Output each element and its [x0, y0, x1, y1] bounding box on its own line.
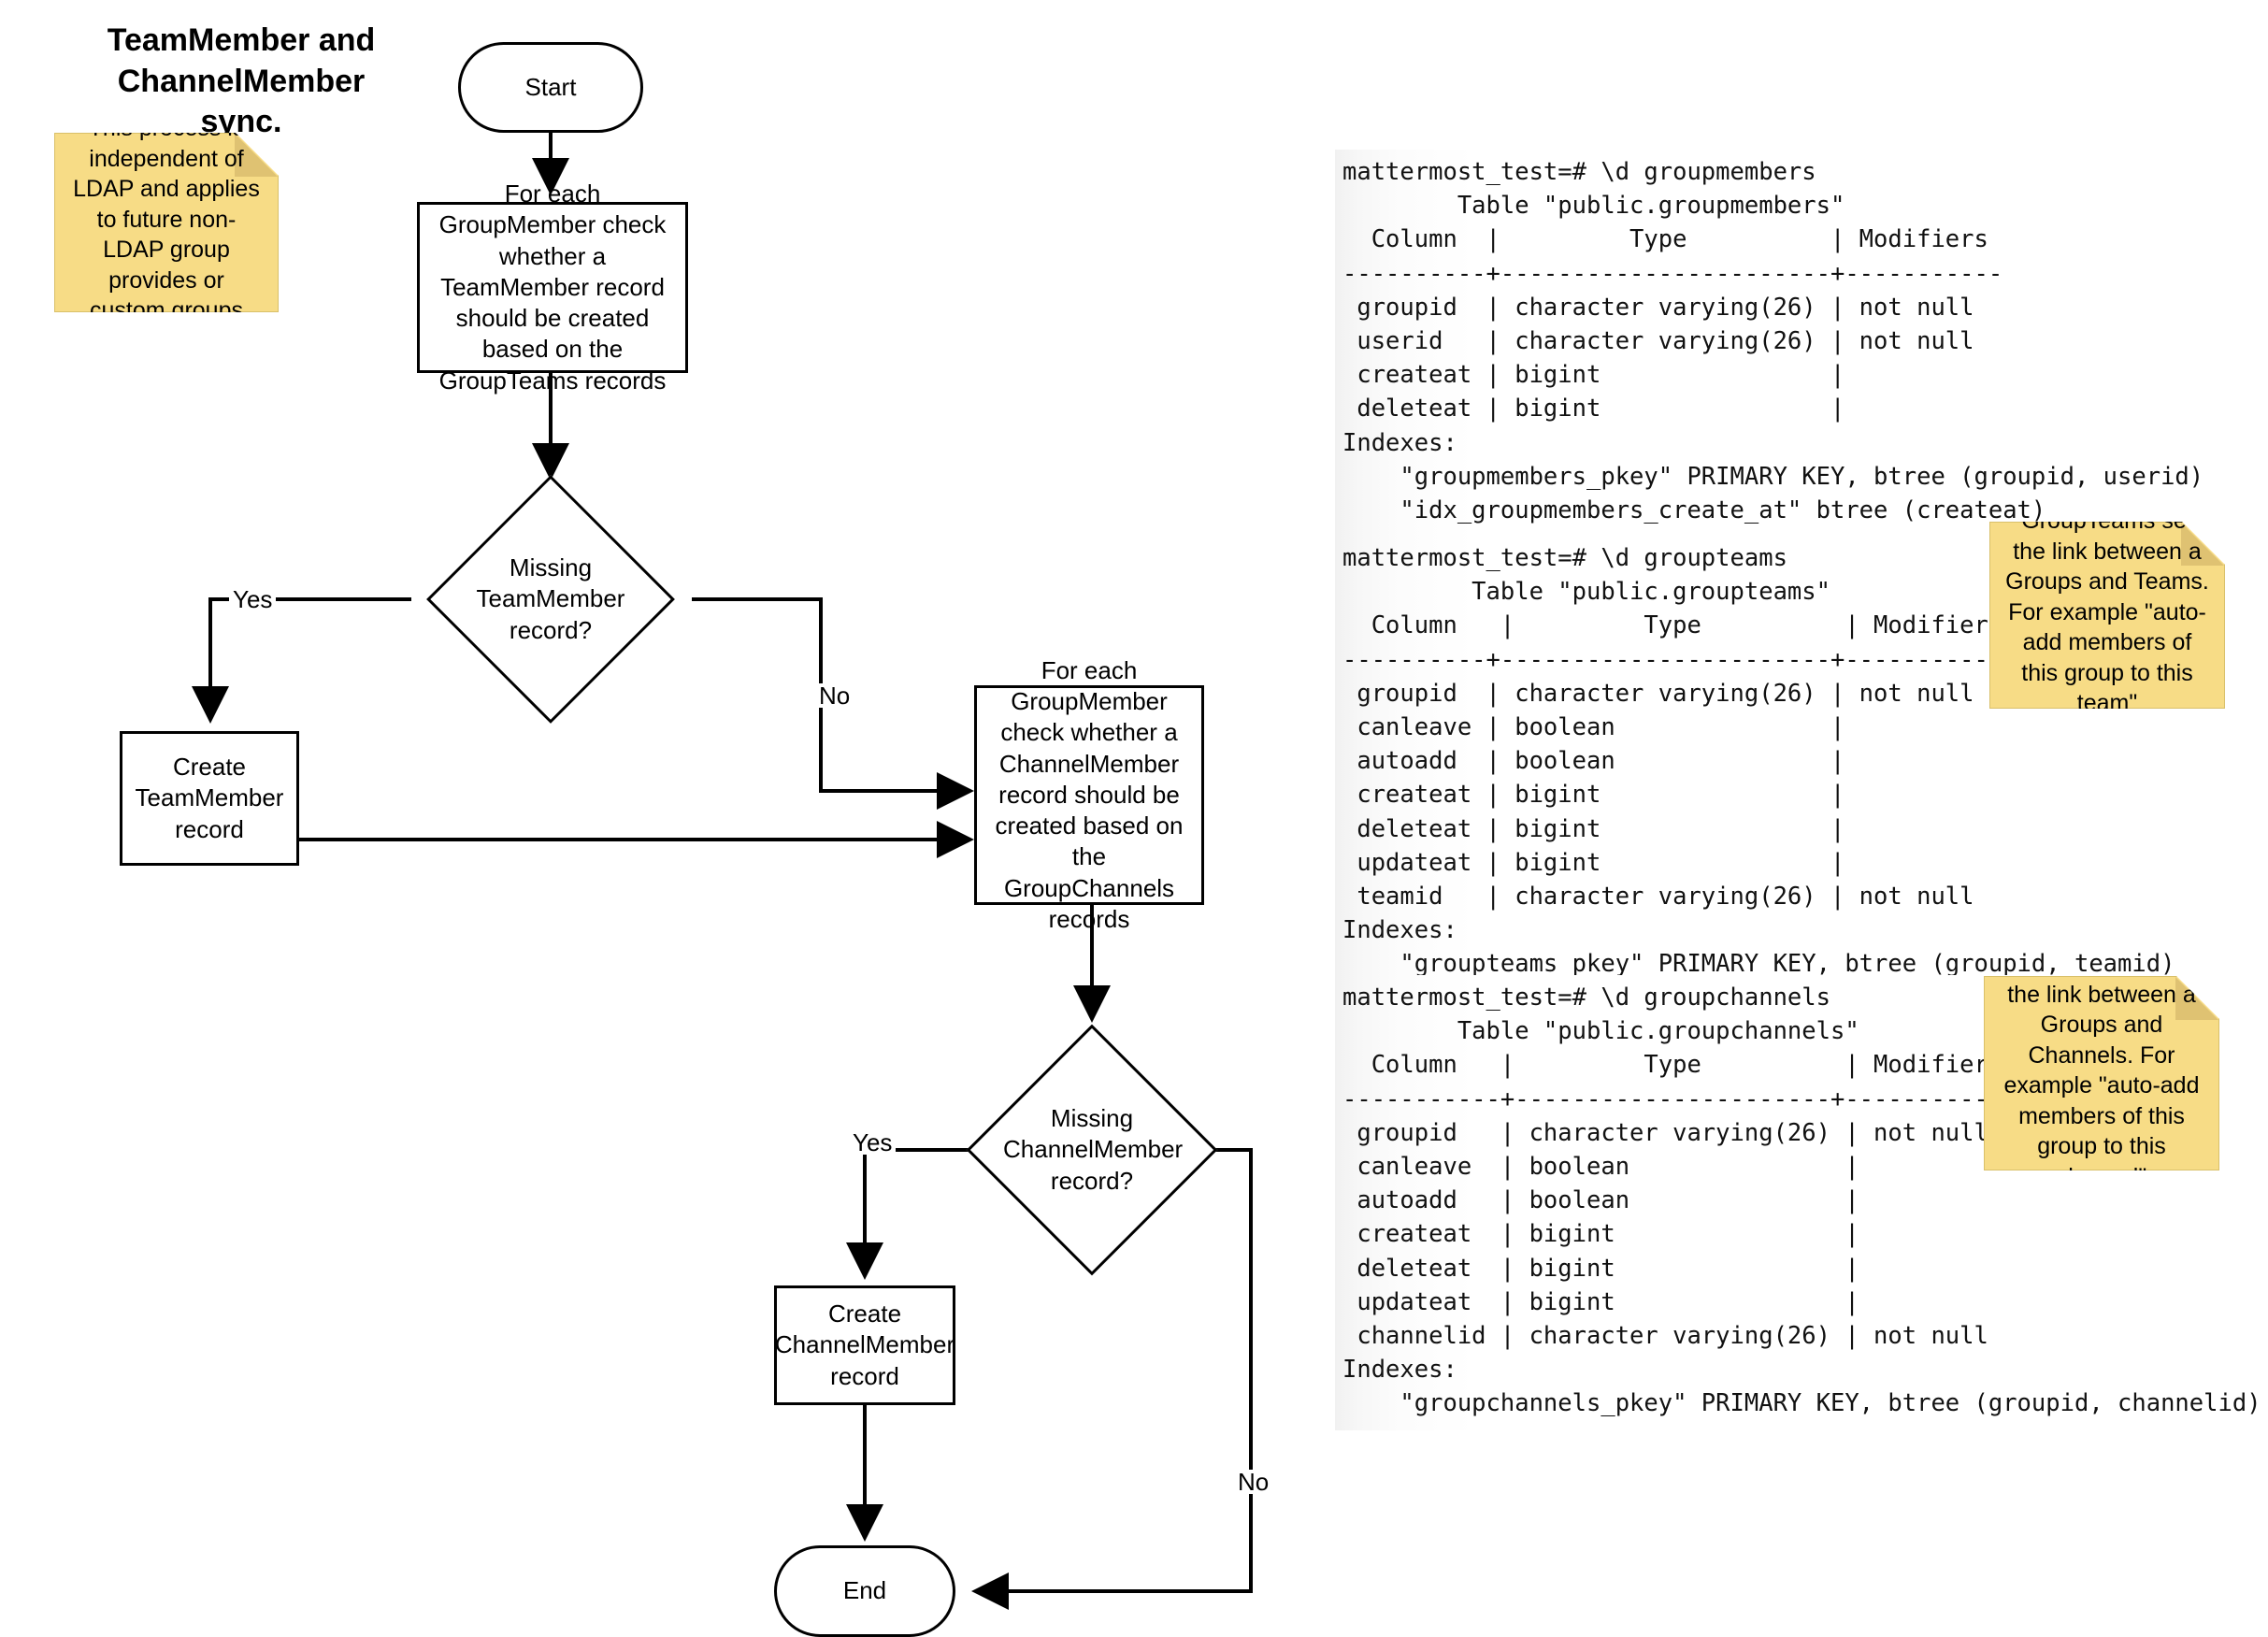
sql-block-groupchannels: mattermost_test=# \d groupchannels Table… [1335, 975, 2261, 1430]
flow-node-process-channelmember-label: For each GroupMember check whether a Cha… [995, 655, 1184, 933]
edge-label-channel-yes: Yes [849, 1130, 897, 1155]
flow-node-process-teammember-label: For each GroupMember check whether a Tea… [438, 179, 667, 395]
sticky-note-groupteams-text: GroupTeams set the link between a Groups… [2005, 508, 2209, 717]
sticky-note-ldap-text: This process is independent of LDAP and … [73, 115, 260, 324]
flow-node-end-label: End [842, 1576, 887, 1605]
flow-node-end[interactable]: End [774, 1545, 955, 1637]
edge-label-channel-no: No [1234, 1470, 1273, 1494]
flow-node-create-teammember[interactable]: Create TeamMember record [120, 731, 299, 866]
sticky-note-groupchannels-text: GroupChannels set the link between a Gro… [2001, 951, 2203, 1190]
title-line-1: TeamMember and [107, 22, 376, 58]
flow-node-decision-teammember-label: Missing TeamMember record? [476, 553, 625, 644]
flow-node-start[interactable]: Start [458, 42, 643, 133]
flow-node-start-label: Start [524, 72, 577, 101]
flow-node-decision-channelmember[interactable]: Missing ChannelMember record? [966, 1024, 1218, 1276]
flow-node-create-channelmember[interactable]: Create ChannelMember record [774, 1285, 955, 1405]
flow-node-decision-channelmember-label: Missing ChannelMember record? [1003, 1104, 1184, 1195]
flow-node-create-teammember-label: Create TeamMember record [135, 753, 284, 843]
edge-label-team-yes: Yes [229, 587, 277, 611]
flow-node-process-teammember[interactable]: For each GroupMember check whether a Tea… [417, 179, 688, 395]
sticky-note-groupchannels: GroupChannels set the link between a Gro… [1984, 976, 2219, 1170]
flow-node-create-channelmember-label: Create ChannelMember record [774, 1300, 955, 1390]
title-line-2: ChannelMember sync. [117, 63, 366, 140]
sql-block-groupmembers: mattermost_test=# \d groupmembers Table … [1335, 150, 2203, 538]
sticky-note-ldap: This process is independent of LDAP and … [54, 133, 279, 312]
diagram-title: TeamMember and ChannelMember sync. [82, 21, 400, 143]
flow-node-decision-teammember[interactable]: Missing TeamMember record? [426, 475, 675, 724]
edge-label-team-no: No [815, 683, 854, 708]
sticky-note-groupteams: GroupTeams set the link between a Groups… [1989, 522, 2225, 709]
sql-block-groupteams: mattermost_test=# \d groupteams Table "p… [1335, 536, 2175, 991]
flow-node-process-channelmember[interactable]: For each GroupMember check whether a Cha… [974, 656, 1204, 933]
